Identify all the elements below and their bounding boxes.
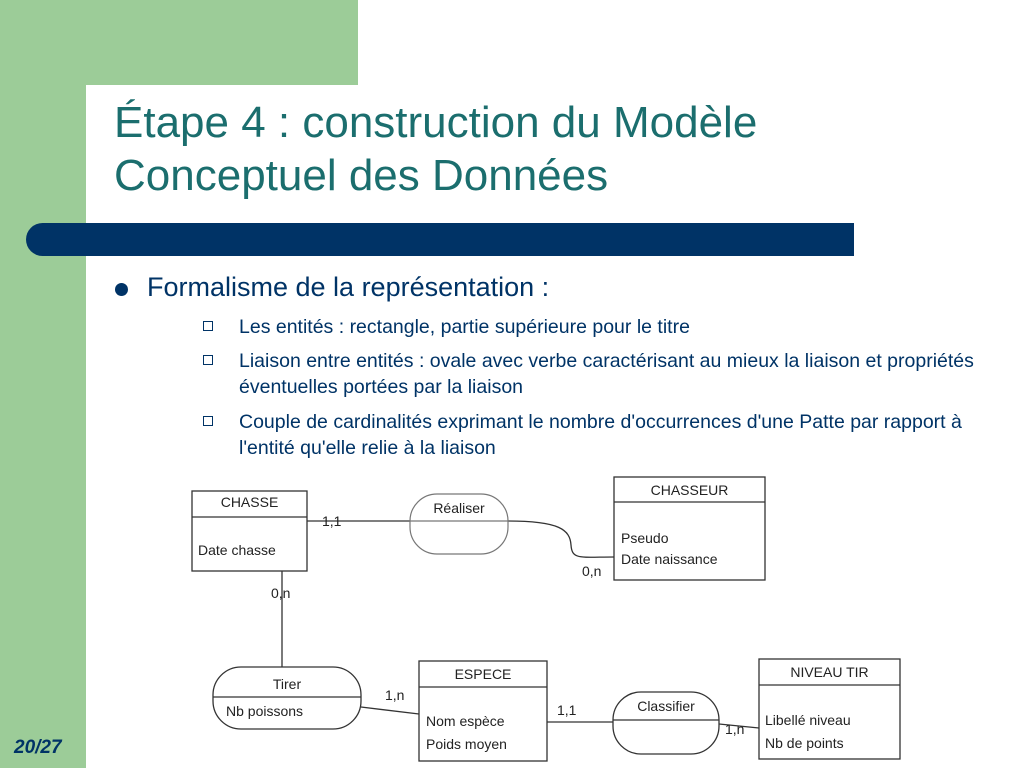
entity-attribute: Date naissance [621,551,718,567]
line-classifier-niveau [718,723,760,729]
entity-niveau-tir: NIVEAU TIR Libellé niveau Nb de points [758,658,901,760]
bullet-dot-icon [115,283,128,296]
title-divider-bar [26,223,854,256]
entity-espece: ESPECE Nom espèce Poids moyen [418,660,548,762]
checkbox-bullet-icon [203,321,213,331]
sub-bullet-text: Les entités : rectangle, partie supérieu… [239,316,690,338]
entity-attribute: Date chasse [198,542,276,558]
checkbox-bullet-icon [203,355,213,365]
slide-title: Étape 4 : construction du Modèle Concept… [114,98,758,200]
relation-tirer: Tirer Nb poissons [212,666,362,730]
entity-title: CHASSE [221,494,279,510]
entity-attribute: Nom espèce [426,713,505,729]
entity-attribute: Poids moyen [426,736,507,752]
entity-title: ESPECE [455,666,512,682]
entity-chasse: CHASSE Date chasse [191,490,308,572]
cardinality-niveau-classifier: 1,n [725,721,744,737]
cardinality-chasse-realiser: 1,1 [322,513,342,529]
main-bullet-text: Formalisme de la représentation : [147,272,550,302]
entity-attribute: Nb de points [765,735,844,751]
sub-bullet-text: Couple de cardinalités exprimant le nomb… [239,411,962,459]
entity-attribute: Libellé niveau [765,712,851,728]
cardinality-espece-tirer: 1,n [385,687,404,703]
page-number: 20/27 [14,737,62,758]
entity-title: NIVEAU TIR [790,664,868,680]
sub-bullet-1: Les entités : rectangle, partie supérieu… [203,314,993,340]
entity-chasseur: CHASSEUR Pseudo Date naissance [613,476,766,581]
sub-bullet-text: Liaison entre entités : ovale avec verbe… [239,350,974,398]
relation-classifier: Classifier [612,691,720,755]
relation-name: Réaliser [433,500,485,516]
line-tirer-espece [360,706,420,715]
entity-attribute: Pseudo [621,530,669,546]
cardinality-espece-classifier: 1,1 [557,702,577,718]
relation-name: Classifier [637,698,695,714]
connector-lines [281,520,760,729]
top-green-band [86,0,358,85]
checkbox-bullet-icon [203,416,213,426]
left-green-band [0,0,86,768]
entity-title: CHASSEUR [651,482,729,498]
line-realiser-chasseur [507,520,615,558]
relation-realiser: Réaliser [409,493,509,555]
sub-bullet-3: Couple de cardinalités exprimant le nomb… [203,409,993,461]
cardinality-chasseur-realiser: 0,n [582,563,601,579]
relation-attribute: Nb poissons [226,703,303,719]
relation-name: Tirer [273,676,302,692]
cardinality-chasse-tirer: 0,n [271,585,290,601]
sub-bullet-2: Liaison entre entités : ovale avec verbe… [203,348,993,400]
